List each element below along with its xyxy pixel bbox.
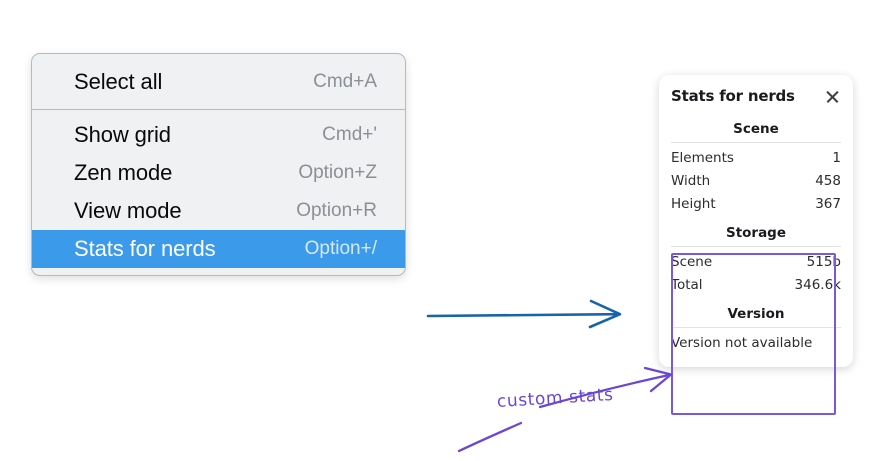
menu-item-zen-mode[interactable]: Zen mode Option+Z [32, 154, 405, 192]
menu-separator [32, 109, 405, 110]
section-rule [671, 142, 841, 143]
stats-row-elements: Elements 1 [671, 147, 841, 170]
stats-panel-header: Stats for nerds [671, 87, 841, 105]
menu-item-select-all[interactable]: Select all Cmd+A [32, 63, 405, 101]
context-menu-group-1: Select all Cmd+A [32, 54, 405, 109]
custom-stats-annotation-label: custom stats [496, 384, 615, 412]
menu-item-shortcut: Cmd+A [313, 71, 377, 92]
section-heading-version: Version [727, 306, 785, 322]
version-note: Version not available [671, 335, 813, 351]
purple-tail-stroke [457, 421, 523, 453]
menu-item-shortcut: Option+/ [304, 238, 377, 259]
section-heading-storage: Storage [725, 225, 787, 241]
stats-row-total: Total 346.6k [671, 274, 841, 297]
menu-item-label: Show grid [74, 122, 171, 147]
stats-for-nerds-panel: Stats for nerds Scene Elements 1 Width 4… [659, 75, 853, 367]
stats-row-value: 458 [815, 173, 841, 189]
stats-row-key: Width [671, 173, 711, 189]
context-menu-group-2: Show grid Cmd+' Zen mode Option+Z View m… [32, 110, 405, 275]
stats-row-height: Height 367 [671, 193, 841, 216]
menu-item-label: Select all [74, 69, 163, 94]
context-menu[interactable]: Select all Cmd+A Show grid Cmd+' Zen mod… [31, 53, 406, 276]
stats-row-key: Total [671, 277, 703, 293]
menu-item-show-grid[interactable]: Show grid Cmd+' [32, 116, 405, 154]
menu-item-shortcut: Cmd+' [322, 124, 377, 145]
stats-row-value: 367 [815, 196, 841, 212]
stats-row-width: Width 458 [671, 170, 841, 193]
menu-item-label: Zen mode [74, 160, 173, 185]
stats-row-scene: Scene 515b [671, 251, 841, 274]
menu-item-view-mode[interactable]: View mode Option+R [32, 192, 405, 230]
panel-title: Stats for nerds [671, 87, 795, 105]
menu-item-shortcut: Option+Z [298, 162, 377, 183]
stats-row-value: 346.6k [794, 277, 841, 293]
stats-row-key: Height [671, 196, 716, 212]
section-rule [671, 246, 841, 247]
menu-item-shortcut: Option+R [296, 200, 377, 221]
stats-row-key: Scene [671, 254, 713, 270]
menu-item-stats-for-nerds[interactable]: Stats for nerds Option+/ [32, 230, 405, 268]
section-rule [671, 327, 841, 328]
stats-row-value: 1 [832, 150, 841, 166]
stats-row-value: 515b [806, 254, 841, 270]
blue-arrow [426, 299, 622, 329]
stats-row-key: Elements [671, 150, 734, 166]
menu-item-label: Stats for nerds [74, 236, 216, 261]
menu-item-label: View mode [74, 198, 182, 223]
close-icon[interactable] [824, 88, 841, 105]
section-heading-scene: Scene [733, 121, 779, 137]
